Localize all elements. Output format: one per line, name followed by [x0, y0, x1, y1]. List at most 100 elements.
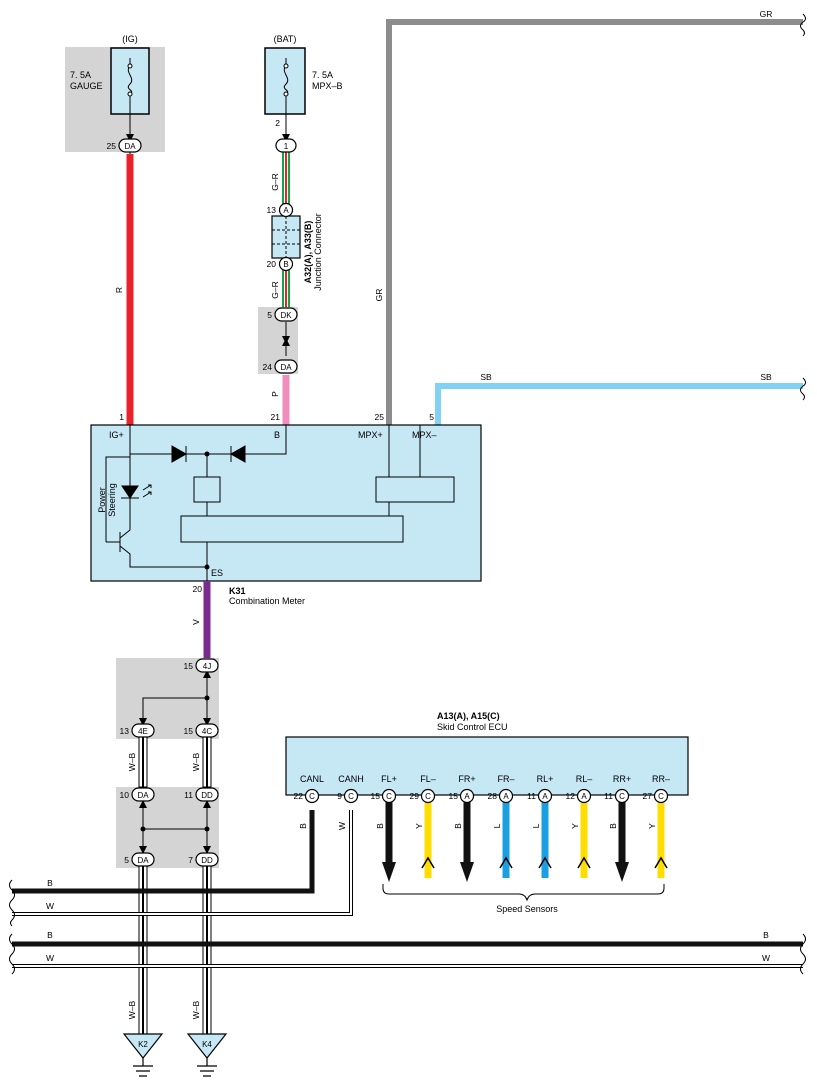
ecu-terminal-label: CANL — [300, 774, 324, 784]
pin-meter-5: 5 — [429, 412, 434, 422]
pin-bat-out: 2 — [275, 118, 280, 128]
ecu-connector — [653, 788, 669, 804]
ecu-connector — [343, 788, 359, 804]
fuse-gauge-link — [127, 65, 133, 95]
ecu-pin-number: 11 — [527, 791, 536, 801]
connector-da-ig: DA — [118, 138, 142, 153]
ecu-pin-number: 15 — [449, 791, 459, 801]
wire-label-gr-top: GR — [760, 9, 773, 19]
ecu-wire-color-label: Y — [414, 823, 424, 829]
ecu-id: A13(A), A15(C) — [437, 711, 500, 721]
wire-label-sb-1: SB — [480, 372, 492, 382]
ecu-terminal-label: FL+ — [381, 774, 397, 784]
pin-4c: 15 — [184, 726, 194, 736]
ecu-name: Skid Control ECU — [437, 722, 508, 732]
meter-internal-circuit — [105, 424, 455, 581]
ecu-pin-number: 29 — [410, 791, 420, 801]
connector-4j-label: 4J — [203, 662, 211, 671]
connector-dk-label: DK — [280, 311, 292, 320]
connector-4j: 4J — [195, 658, 219, 673]
ecu-wire-color-label: B — [375, 823, 385, 829]
connector-b-label: B — [283, 260, 288, 269]
ecu-terminal-2: FL+ B C 15 — [371, 774, 397, 882]
ecu-pin-number: 15 — [371, 791, 381, 801]
ecu-terminals: CANLBC22CANHWC9FL+BC15FL–YC29FR+BA15FR–L… — [294, 774, 670, 882]
skid-control-ecu — [285, 736, 689, 796]
connector-dd-7: DD — [195, 852, 219, 867]
meter-terminal-es: ES — [211, 568, 223, 578]
ecu-connector — [576, 788, 592, 804]
ecu-terminal-label: RR– — [652, 774, 670, 784]
connector-da-5-label: DA — [137, 856, 149, 865]
ecu-connector-label: C — [619, 792, 625, 801]
fuse-bat-header: (BAT) — [274, 34, 297, 44]
ecu-pin-number: 22 — [294, 791, 304, 801]
sensor-arrow — [654, 856, 668, 869]
pin-da10: 10 — [120, 790, 130, 800]
ecu-terminal-label: FL– — [420, 774, 436, 784]
fuse-mpx-b — [264, 47, 306, 115]
meter-terminal-ig: IG+ — [109, 430, 124, 440]
ecu-wire-color-label: Y — [570, 823, 580, 829]
wire-label-b-2: B — [47, 930, 53, 940]
wire-label-w-b-4: W–B — [191, 1000, 201, 1019]
ecu-connector — [304, 788, 320, 804]
ecu-wire-color-label: L — [492, 823, 502, 828]
connector-4c-label: 4C — [202, 727, 212, 736]
pin-jc-a: 13 — [267, 205, 277, 215]
ecu-terminal-label: FR– — [497, 774, 514, 784]
wire-label-w-2: W — [46, 953, 54, 963]
sensor-arrow — [382, 862, 396, 882]
ecu-connector-label: C — [386, 792, 392, 801]
speed-sensors-bracket — [382, 884, 665, 902]
meter-terminal-mpx-minus: MPX– — [412, 430, 437, 440]
pin-jc-b: 20 — [267, 259, 277, 269]
ecu-wire-color-label: B — [453, 823, 463, 829]
meter-terminal-b: B — [274, 430, 280, 440]
pin-dd11: 11 — [184, 790, 193, 800]
ecu-connector — [459, 788, 475, 804]
ecu-wire-color-label: L — [531, 823, 541, 828]
connector-da-5: DA — [131, 852, 155, 867]
ecu-terminal-label: RL+ — [537, 774, 554, 784]
junction-connector-id: A32(A), A33(B) — [303, 221, 313, 284]
pin-4e: 13 — [120, 726, 130, 736]
power-steering-label-2: Steering — [107, 483, 117, 517]
ecu-connector-label: C — [309, 792, 315, 801]
sensor-arrow — [460, 862, 474, 882]
ecu-connector-label: C — [348, 792, 354, 801]
power-steering-label-1: Power — [97, 487, 107, 513]
pin-dk: 5 — [267, 310, 272, 320]
connector-dd-7-label: DD — [201, 856, 213, 865]
wire-label-w-b-3: W–B — [127, 1000, 137, 1019]
wire-label-b-3: B — [763, 930, 769, 940]
wire-label-w-1: W — [46, 901, 54, 911]
wire-g-r-lower — [282, 270, 290, 307]
ground-k4: K4 — [186, 1033, 228, 1077]
wire-label-w-b-2: W–B — [191, 752, 201, 771]
connector-da-ig-label: DA — [124, 142, 136, 151]
pin-da5: 5 — [124, 855, 129, 865]
ecu-connector-label: C — [425, 792, 431, 801]
ecu-pin-number: 12 — [566, 791, 576, 801]
ecu-connector-label: C — [658, 792, 664, 801]
wire-g-r-upper — [282, 152, 290, 204]
ecu-wire-color-label: W — [337, 822, 347, 830]
pin-meter-21: 21 — [271, 412, 281, 422]
pin-meter-20: 20 — [193, 584, 203, 594]
sensor-arrow — [421, 856, 435, 869]
ecu-terminal-label: RL– — [576, 774, 593, 784]
connector-da-10: DA — [131, 787, 155, 802]
pin-meter-1: 1 — [119, 412, 124, 422]
fuse-ig-header: (IG) — [122, 34, 138, 44]
wire-label-b-1: B — [47, 878, 53, 888]
connector-a: A — [278, 202, 294, 218]
ecu-wire-color-label: Y — [647, 823, 657, 829]
connector-b: B — [278, 256, 294, 272]
wire-label-w-3: W — [762, 953, 770, 963]
